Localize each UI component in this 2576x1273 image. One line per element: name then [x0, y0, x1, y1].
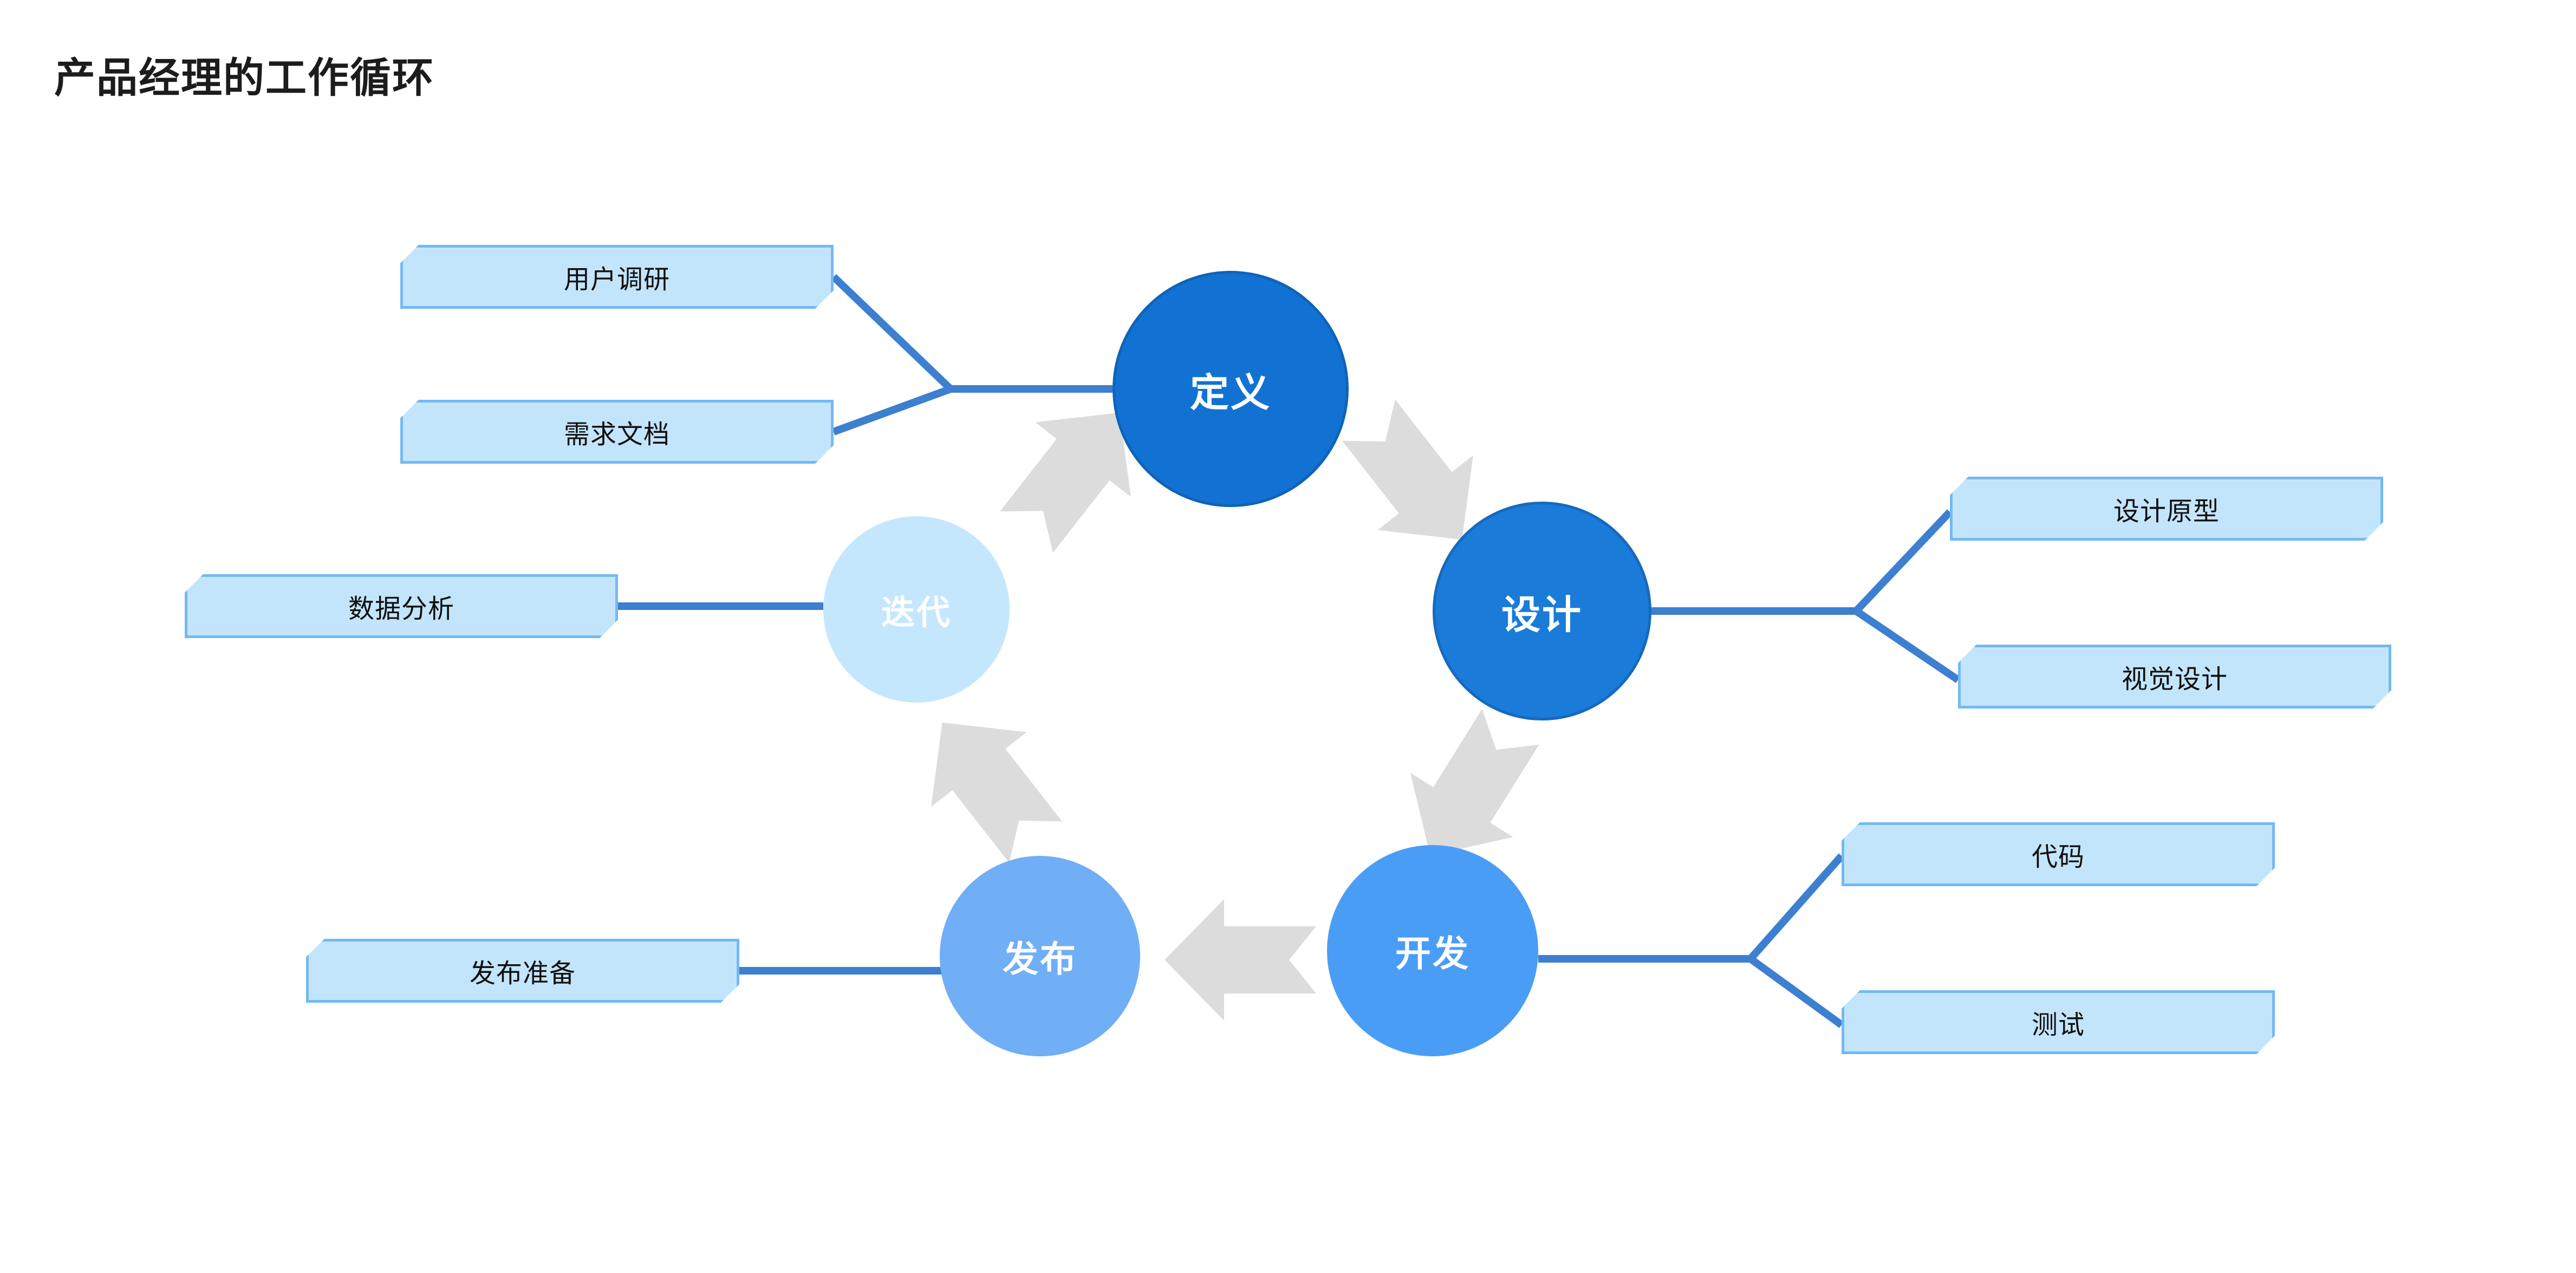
- leaf-box-user-research[interactable]: 用户调研: [400, 245, 834, 309]
- stage-label-design: 设计: [1501, 593, 1583, 637]
- leaf-label-user-research: 用户调研: [563, 265, 670, 294]
- connector-develop-branch: [1538, 853, 1845, 1028]
- leaf-box-visual-design[interactable]: 视觉设计: [1958, 645, 2391, 709]
- cycle-arrow-develop-to-release: [1165, 899, 1316, 1021]
- cycle-arrow-release-to-iterate: [931, 722, 1062, 863]
- stage-node-release[interactable]: 发布: [940, 856, 1140, 1056]
- leaf-box-requirement-doc[interactable]: 需求文档: [400, 400, 834, 464]
- leaf-label-data-analysis: 数据分析: [348, 595, 454, 623]
- leaf-box-testing[interactable]: 测试: [1842, 990, 2275, 1054]
- leaf-label-testing: 测试: [2031, 1011, 2085, 1040]
- stage-label-define: 定义: [1189, 371, 1271, 415]
- cycle-arrow-define-to-design: [1342, 399, 1473, 540]
- leaf-label-visual-design: 视觉设计: [2121, 665, 2228, 694]
- stage-label-develop: 开发: [1395, 933, 1470, 973]
- leaf-label-code: 代码: [2031, 843, 2085, 872]
- leaf-box-data-analysis[interactable]: 数据分析: [185, 574, 618, 638]
- stage-node-iterate[interactable]: 迭代: [823, 516, 1010, 703]
- leaf-box-code[interactable]: 代码: [1842, 822, 2275, 886]
- cycle-arrow-iterate-to-define: [1000, 412, 1131, 553]
- leaf-label-release-prep: 发布准备: [469, 959, 576, 988]
- page-title: 产品经理的工作循环: [54, 55, 434, 101]
- cycle-arrow-design-to-develop: [1410, 709, 1539, 856]
- leaf-box-release-prep[interactable]: 发布准备: [306, 939, 739, 1003]
- stage-label-release: 发布: [1003, 939, 1077, 979]
- connector-define-branch: [831, 274, 1113, 436]
- stage-label-iterate: 迭代: [881, 594, 952, 632]
- stage-node-define[interactable]: 定义: [1113, 271, 1349, 507]
- stage-node-develop[interactable]: 开发: [1327, 845, 1538, 1056]
- stage-node-design[interactable]: 设计: [1433, 502, 1651, 720]
- leaf-label-design-prototype: 设计原型: [2113, 497, 2220, 526]
- connector-design-branch: [1651, 509, 1960, 683]
- leaf-label-requirement-doc: 需求文档: [563, 420, 670, 449]
- leaf-box-design-prototype[interactable]: 设计原型: [1950, 477, 2383, 541]
